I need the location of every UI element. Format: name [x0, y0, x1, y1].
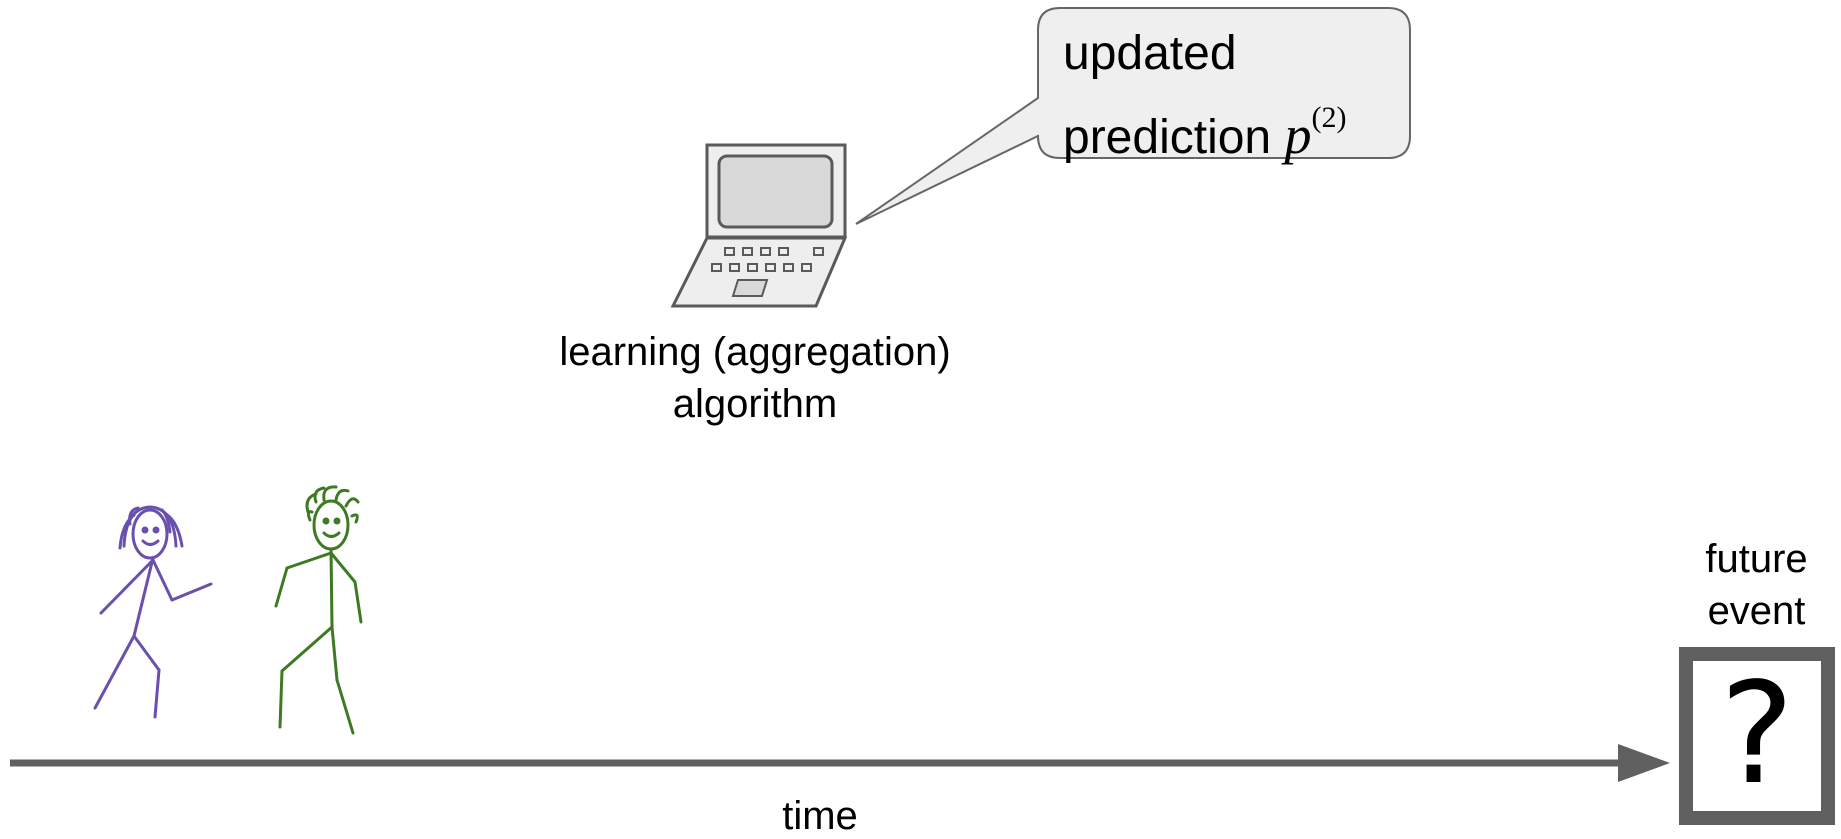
bubble-text: updated prediction p(2) — [1063, 22, 1346, 170]
time-arrow-icon — [10, 744, 1670, 782]
future-event-label-line-1: future — [1705, 537, 1808, 581]
bubble-line-2: prediction p(2) — [1063, 86, 1346, 170]
bubble-line-1: updated — [1063, 27, 1237, 80]
future-event-box — [1679, 647, 1835, 825]
question-mark-icon: ? — [1719, 653, 1795, 816]
future-event-label-line-2: event — [1707, 589, 1806, 633]
prediction-superscript: (2) — [1311, 101, 1347, 134]
algorithm-label-line-1: learning (aggregation) — [559, 330, 951, 374]
prediction-symbol: p — [1284, 105, 1312, 165]
time-axis-label: time — [782, 794, 858, 838]
agent-2-stick-figure-icon — [274, 485, 363, 735]
algorithm-label: learning (aggregation) algorithm — [520, 326, 990, 430]
speech-bubble — [855, 7, 1411, 225]
agent-1-stick-figure-icon — [93, 505, 213, 719]
future-event-label: future event — [1660, 533, 1841, 637]
bubble-prediction-word: prediction — [1063, 111, 1272, 164]
algorithm-label-line-2: algorithm — [672, 382, 838, 426]
laptop-icon — [670, 143, 848, 308]
